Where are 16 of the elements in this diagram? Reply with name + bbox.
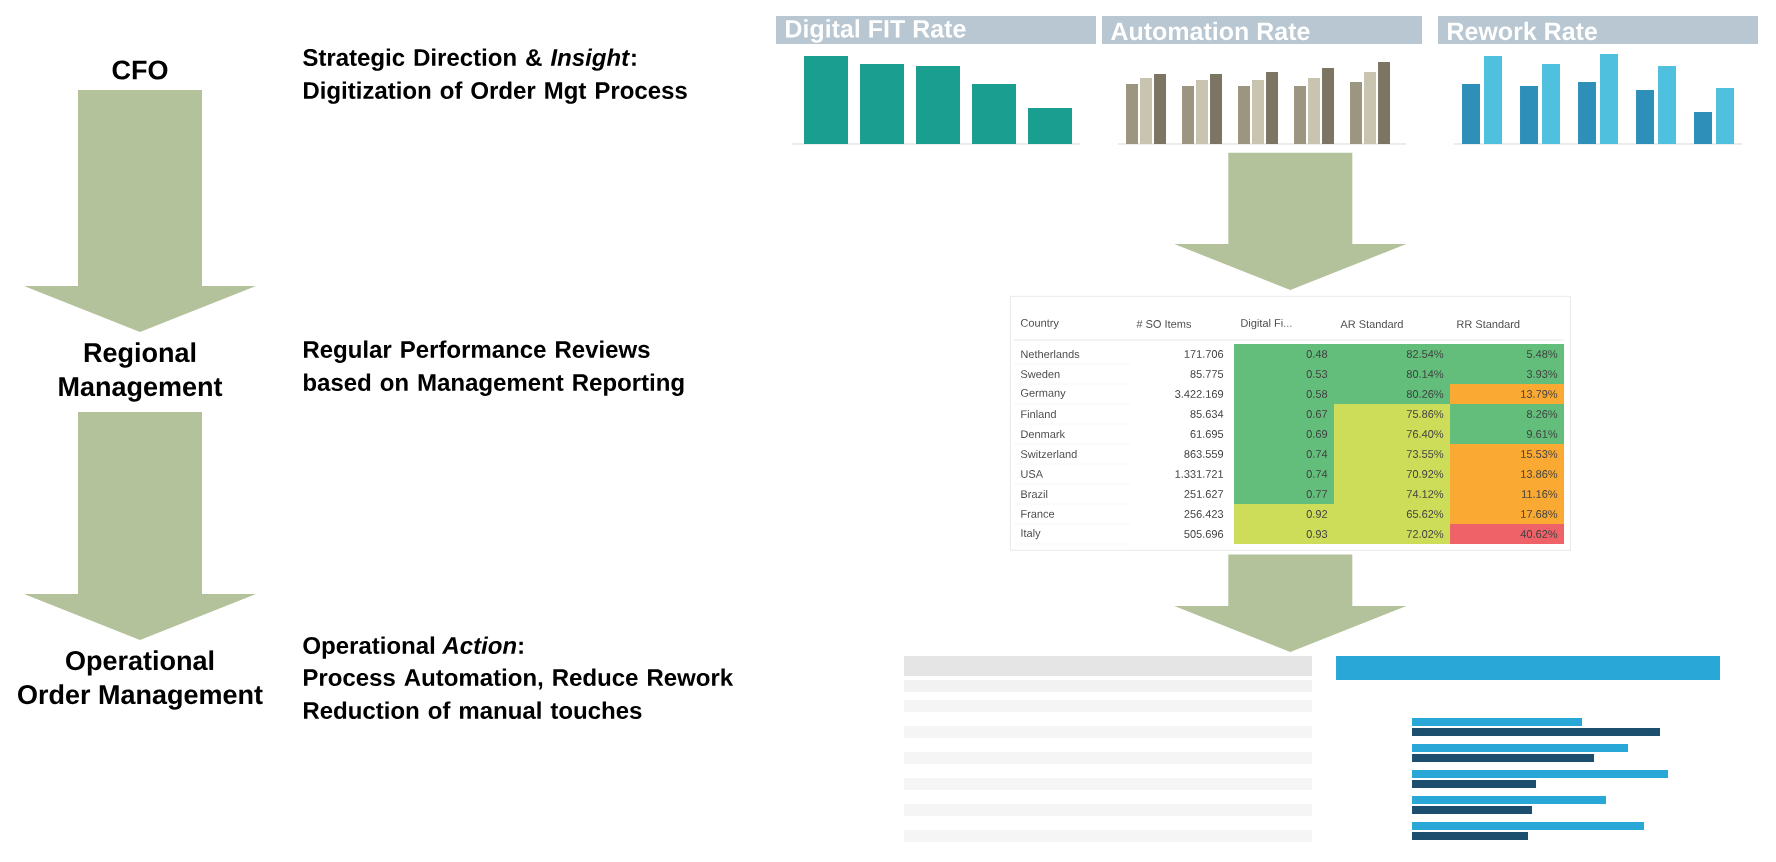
chart-panel: Automation Rate [1102,16,1422,145]
description-text: Process Automation, Reduce Rework Reduction of manual touches [304,668,734,719]
role-label: Operational Order Management [18,650,263,710]
chart-panel: Rework Rate [1438,16,1758,145]
picture [904,656,1720,842]
description-text: Regular Performance Reviews based on Management Reporting [303,340,684,396]
block-arrow [1174,152,1407,290]
description-text: Strategic Direction & Insight: Digitization of Order Mgt Process [303,48,687,104]
description-text: Operational Action: [303,636,523,659]
role-label: CFO [112,60,168,80]
block-arrow [24,412,256,640]
block-arrow [24,89,256,332]
chart-panel: Digital FIT Rate [776,16,1096,145]
block-arrow [1174,554,1407,652]
role-label: Regional Management [59,342,223,402]
data-table [1010,296,1571,551]
